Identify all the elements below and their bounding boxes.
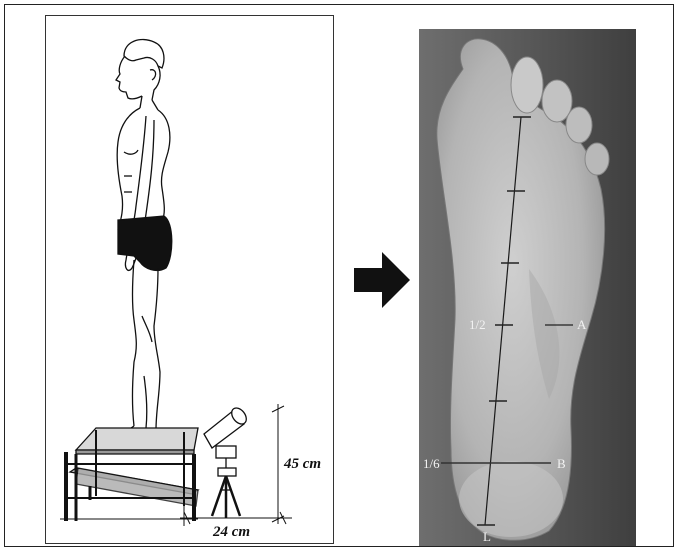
point-b-label: B <box>557 456 566 472</box>
point-a-label: A <box>577 317 586 333</box>
arrow-right-icon <box>352 250 412 310</box>
glass-platform <box>60 428 198 521</box>
setup-illustration-panel: 45 cm 24 cm <box>45 15 334 544</box>
height-dimension-label: 45 cm <box>284 456 321 473</box>
foot-photo-panel: 1/2 A 1/6 B L <box>419 29 636 546</box>
half-mark-label: 1/2 <box>469 317 486 333</box>
foot-sole-image <box>419 29 636 546</box>
point-l-label: L <box>483 529 491 545</box>
standing-person <box>106 40 172 446</box>
sixth-mark-label: 1/6 <box>423 456 440 472</box>
width-dimension-label: 24 cm <box>213 524 250 541</box>
camera-icon <box>204 405 249 518</box>
